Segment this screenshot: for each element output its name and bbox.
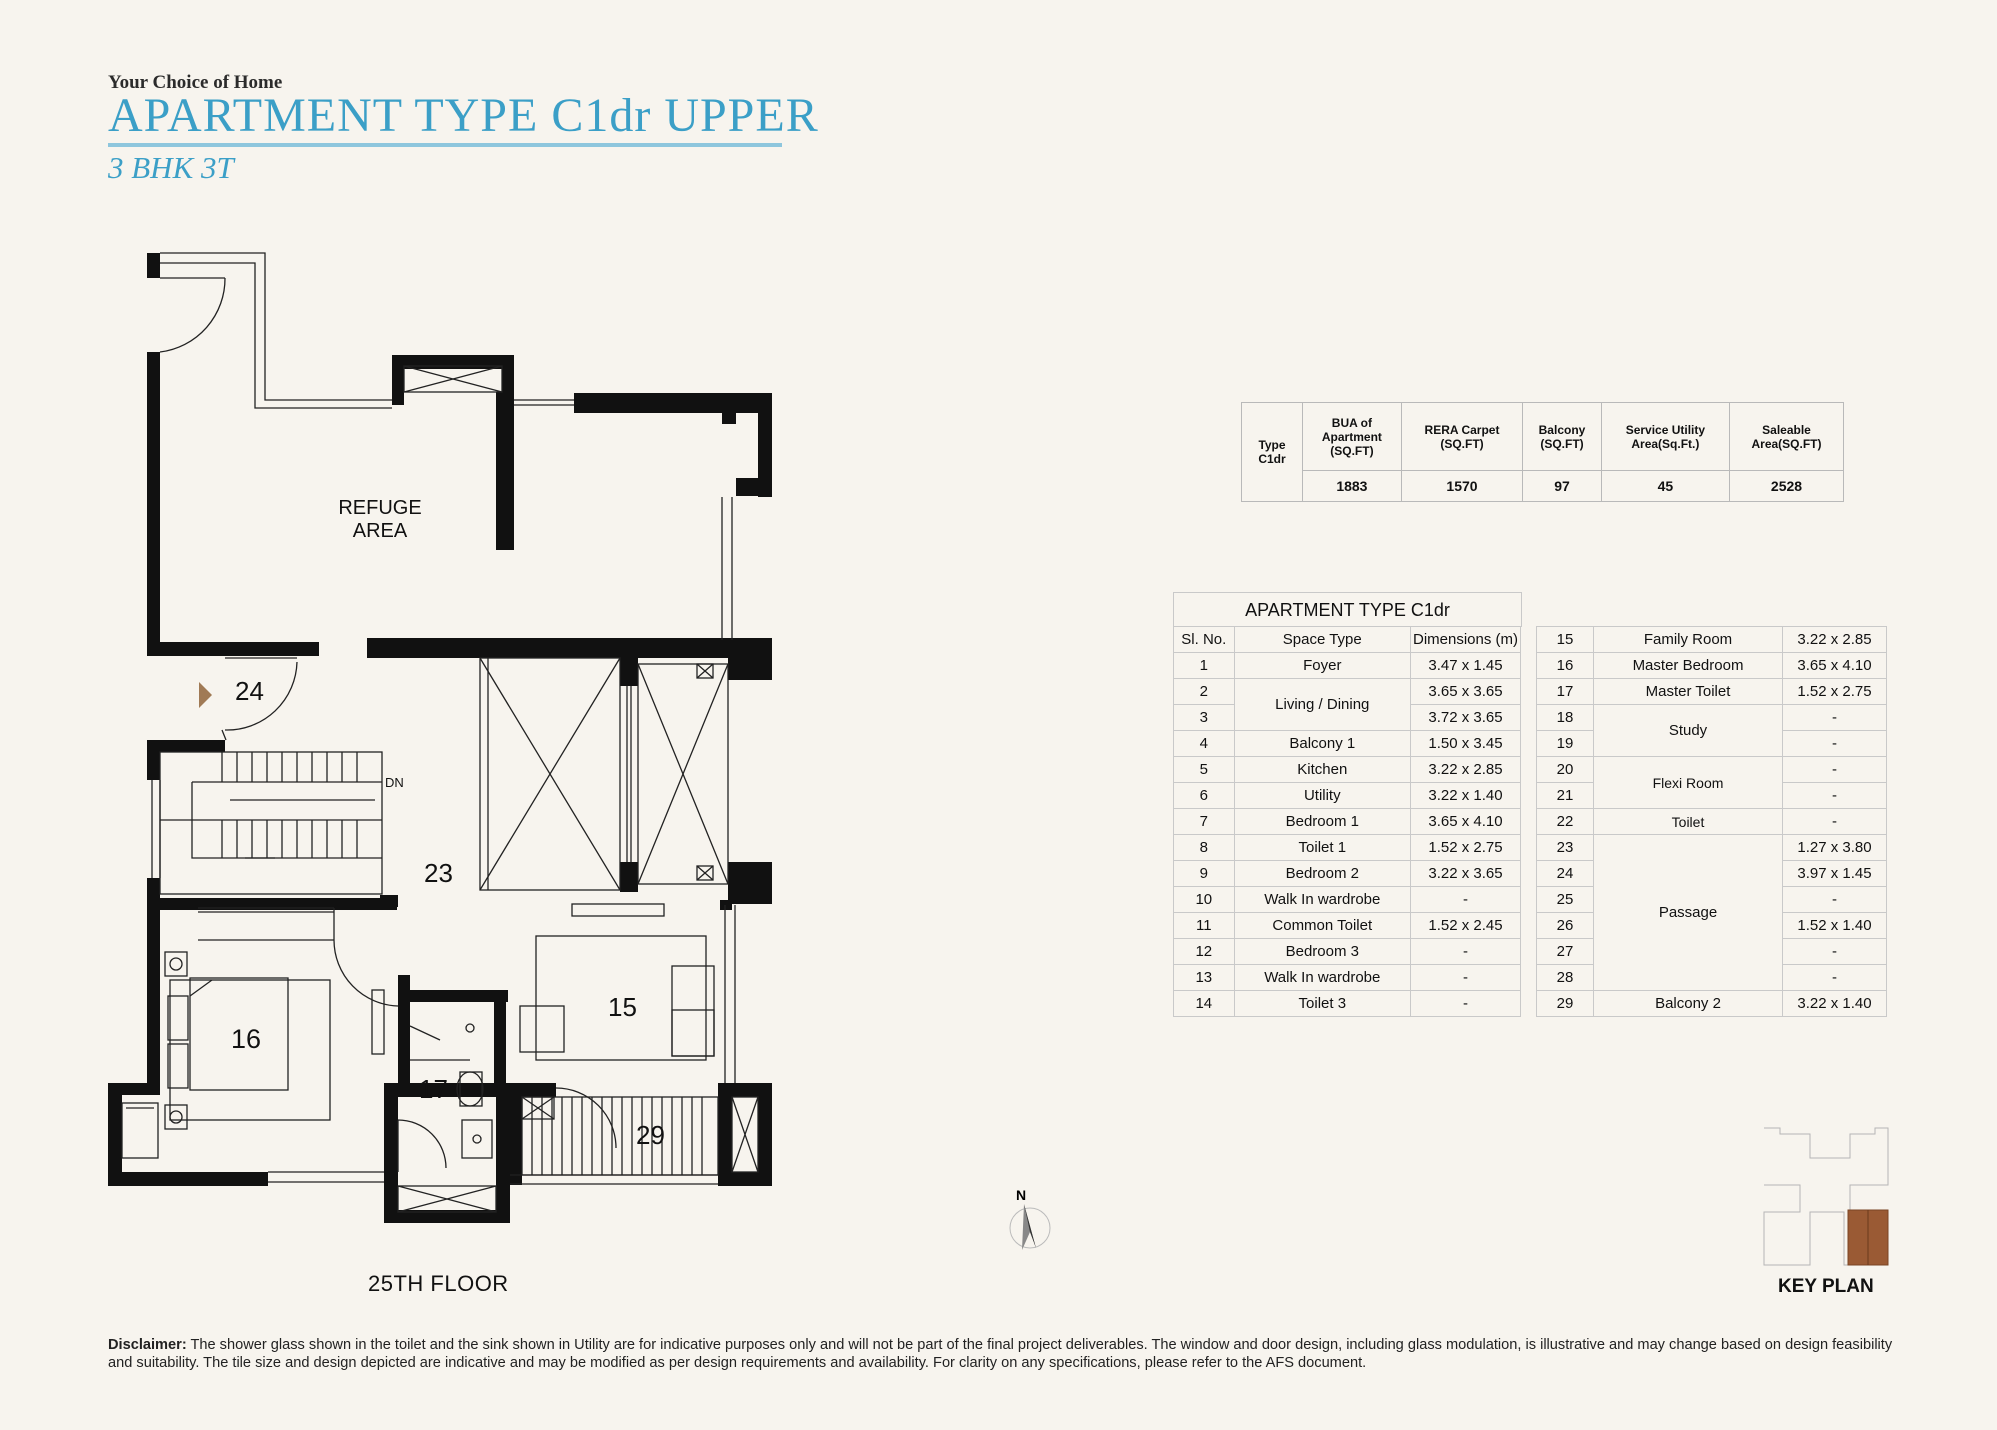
key-plan [1763,1127,1889,1266]
disclaimer-label: Disclaimer: [108,1337,187,1353]
balcony-slats [531,1097,703,1175]
room-number-29: 29 [636,1120,665,1150]
table-row: 25- [1536,886,1887,913]
north-compass-icon: N [1009,1187,1051,1250]
disclaimer-text: The shower glass shown in the toilet and… [108,1337,1893,1371]
refuge-label-line2: AREA [353,520,408,542]
rooms-table-title: APARTMENT TYPE C1dr [1173,592,1522,627]
entry-arrow-icon [199,682,212,708]
utility-value: 45 [1600,470,1730,502]
room-number-16: 16 [231,1024,261,1054]
key-plan-label: KEY PLAN [1778,1276,1874,1297]
room-number-23: 23 [424,858,453,888]
title-underline [108,143,782,147]
stair-down-label: DN [385,775,404,790]
tagline: Your Choice of Home [108,72,283,93]
saleable-value: 2528 [1728,470,1845,502]
floor-label: 25TH FLOOR [368,1271,509,1296]
balcony-value: 97 [1522,470,1602,502]
north-label: N [1016,1187,1026,1203]
room-number-24: 24 [235,676,264,706]
room-number-15: 15 [608,992,637,1022]
table-row: 27- [1536,938,1887,965]
room-number-17: 17 [419,1074,448,1104]
col-rera-header: RERA Carpet(SQ.FT) [1400,401,1524,472]
page-subtitle: 3 BHK 3T [108,150,234,185]
disclaimer: Disclaimer: The shower glass shown in th… [108,1336,1898,1372]
col-balcony-header: Balcony(SQ.FT) [1522,401,1602,472]
refuge-label-line1: REFUGE [338,497,421,519]
plan-outlines [121,252,759,1213]
rera-value: 1570 [1400,470,1524,502]
table-header-row: Sl. No. Space Type Dimensions (m) [1173,626,1522,653]
plan-walls [108,253,772,1223]
page-title: APARTMENT TYPE C1dr UPPER [108,89,819,142]
stair-treads [221,752,358,858]
bua-value: 1883 [1302,470,1402,502]
